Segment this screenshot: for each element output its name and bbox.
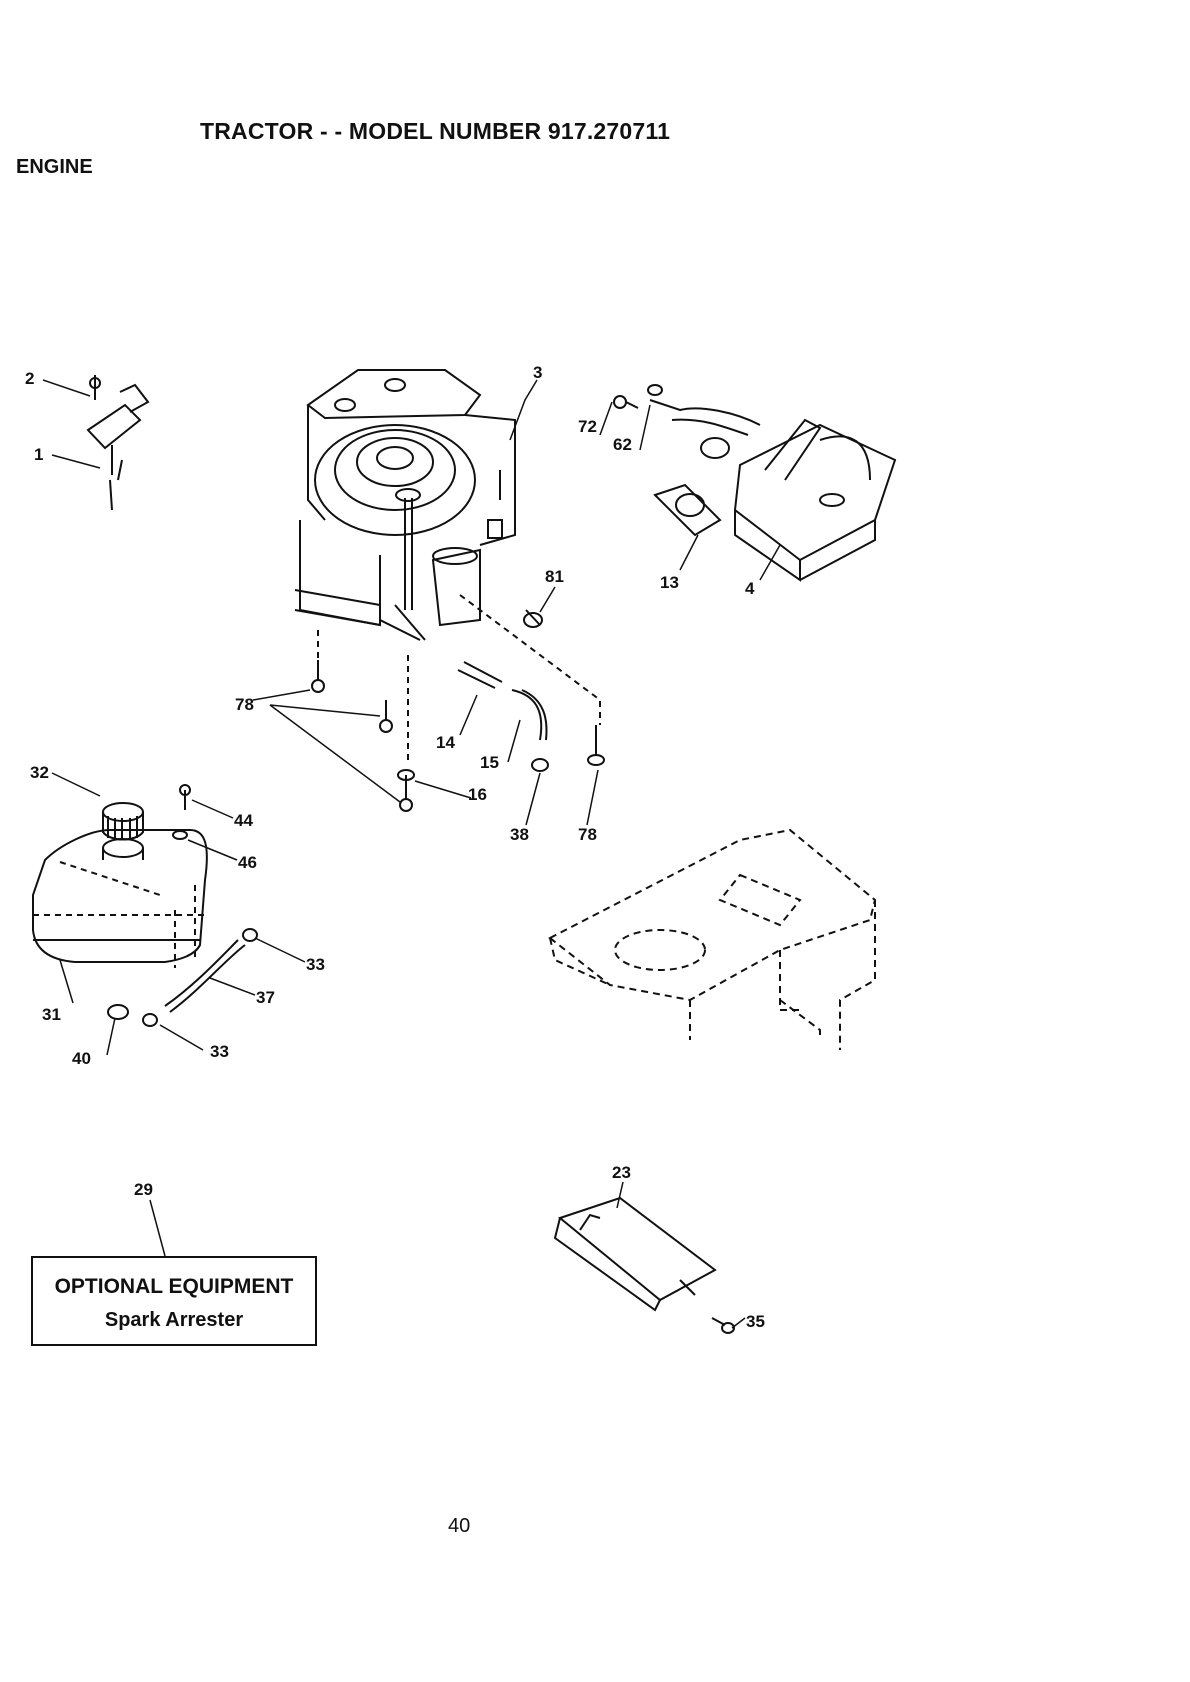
chassis-frame-icon [548,828,877,1050]
section-title: ENGINE [16,156,93,178]
callout-label: 78 [235,695,254,714]
callout-label: 23 [612,1163,631,1182]
fuel-tank-icon [32,784,258,1027]
callout-label: 78 [578,825,597,844]
callout-label: 14 [436,733,455,752]
engine-icon [294,369,516,641]
callout-label: 81 [545,567,564,586]
optional-equipment-box: OPTIONAL EQUIPMENT Spark Arrester [31,1256,317,1346]
page-number: 40 [448,1515,471,1537]
callout-label: 1 [34,445,43,464]
callout-label: 33 [210,1042,229,1061]
callout-label: 31 [42,1005,61,1024]
callout-label: 2 [25,369,34,388]
optional-equipment-item: Spark Arrester [104,1309,244,1331]
callout-label: 13 [660,573,679,592]
leader-lines [42,379,781,1329]
callout-label: 29 [134,1180,153,1199]
throttle-control-icon [86,375,150,511]
callout-label: 72 [578,417,597,436]
callout-label: 46 [238,853,257,872]
callout-label: 4 [745,579,755,598]
callout-label: 33 [306,955,325,974]
callout-label: 32 [30,763,49,782]
heat-shield-icon [553,1196,735,1334]
muffler-icon [613,384,897,582]
callout-label: 37 [256,988,275,1007]
page-title: TRACTOR - - MODEL NUMBER 917.270711 [200,118,671,144]
callout-label: 35 [746,1312,765,1331]
callout-label: 15 [480,753,499,772]
optional-equipment-heading: OPTIONAL EQUIPMENT [54,1275,294,1298]
callout-label: 40 [72,1049,91,1068]
callout-label: 3 [533,363,542,382]
callout-labels: 2 1 3 72 62 13 4 81 78 14 15 16 38 78 32… [25,363,765,1331]
callout-label: 16 [468,785,487,804]
callout-label: 38 [510,825,529,844]
callout-label: 62 [613,435,632,454]
callout-label: 44 [234,811,253,830]
engine-hardware-icon [311,594,605,812]
